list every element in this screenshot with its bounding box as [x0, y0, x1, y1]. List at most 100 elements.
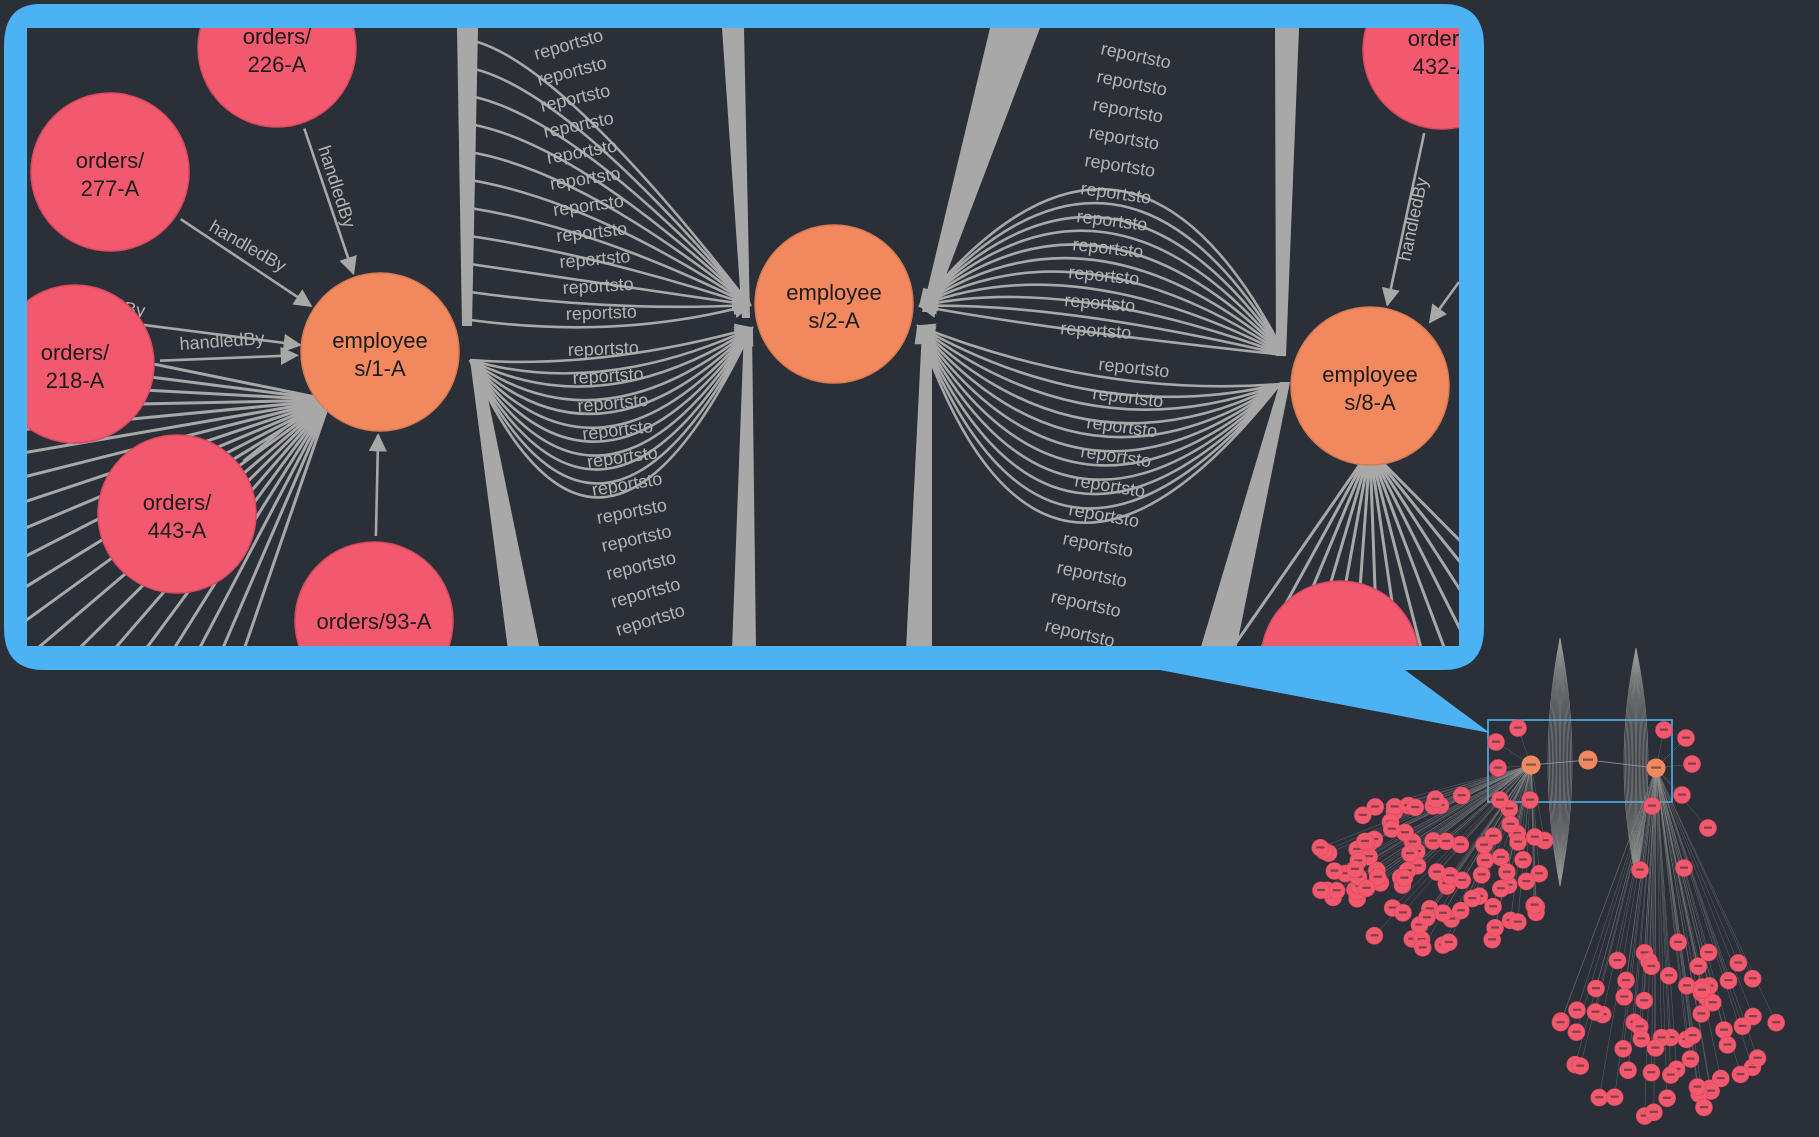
employee-circle[interactable]: [754, 224, 914, 384]
overview-node-label: [1316, 888, 1325, 892]
overview-node-label: [1664, 974, 1673, 977]
order-circle[interactable]: [30, 92, 190, 252]
overview-edge: [1655, 767, 1687, 1040]
overview-node-label: [1535, 872, 1544, 875]
overview-edge: [1627, 647, 1637, 879]
overview-node-label: [1640, 951, 1649, 954]
edge-reportsto: [469, 300, 752, 329]
overview-node-label: [1666, 1073, 1675, 1076]
overview-node-label: [1422, 916, 1431, 919]
overview-edge: [1550, 637, 1561, 887]
edge-reportsto: [469, 262, 752, 312]
overview-node-label: [1456, 909, 1465, 912]
employee-circle[interactable]: [1290, 306, 1450, 466]
edge-handledby: [27, 398, 331, 431]
edge-handledby: [1368, 448, 1459, 542]
order-node-ord-93[interactable]: orders/93-A: [294, 541, 454, 700]
overview-node-label: [1720, 1028, 1729, 1031]
overview-node-label: [1716, 1077, 1725, 1080]
order-node-ord-218[interactable]: orders/218-A: [0, 284, 155, 444]
edge-reportsto: [914, 324, 1282, 525]
order-node-ord-443[interactable]: orders/443-A: [97, 434, 257, 594]
edge-reportsto: [918, 201, 1287, 356]
edge-bundle-reportsto: [457, 28, 478, 326]
order-circle[interactable]: [97, 434, 257, 594]
overview-edge: [1655, 767, 1703, 991]
overview-node-label: [1431, 797, 1440, 800]
overview-node-label: [1526, 763, 1536, 766]
overview-node-label: [1583, 758, 1593, 761]
overview-node-label: [1468, 897, 1477, 900]
edge-reportsto: [468, 326, 754, 485]
overview-node-label: [1401, 831, 1410, 834]
order-circle[interactable]: [1261, 580, 1419, 739]
overview-node-label: [1400, 876, 1409, 879]
node-label: 218-A: [46, 368, 105, 393]
overview-node-label: [1417, 937, 1426, 941]
node-label: 432-A: [1413, 54, 1472, 79]
edge-reportsto: [918, 293, 1286, 357]
edge-handledby: [27, 398, 331, 558]
edge-handledby: [1332, 449, 1372, 646]
edge-reportsto: [469, 326, 754, 388]
overview-node-label: [1341, 872, 1350, 875]
overview-node-label: [1456, 843, 1465, 846]
edge-reportsto: [469, 122, 752, 307]
order-node-ord-277[interactable]: orders/277-A: [30, 92, 190, 252]
overview-node-label: [1647, 1071, 1656, 1074]
overview-edge: [1554, 637, 1561, 887]
order-node-ord-432[interactable]: orders/432-A: [1362, 0, 1521, 130]
overview-node-label: [1591, 1010, 1600, 1013]
employee-circle[interactable]: [300, 272, 460, 432]
order-node-ord-226[interactable]: orders/226-A: [197, 0, 357, 128]
overview-edge: [1655, 767, 1739, 964]
overview-node-label: [1647, 964, 1656, 968]
edge-label-reportsto: reportsto: [567, 338, 639, 360]
edge-reportsto: [469, 326, 754, 430]
edge-reportsto: [918, 229, 1287, 356]
node-label: employee: [786, 280, 881, 305]
order-circle[interactable]: [294, 541, 454, 700]
overview-node-label: [1651, 1046, 1660, 1049]
overview-node-label: [1748, 1065, 1757, 1069]
overview-node-label: [1680, 866, 1688, 869]
overview-edge: [1435, 764, 1532, 800]
overview-node-label: [1693, 1085, 1702, 1088]
edge-reportsto: [916, 324, 1281, 467]
overview-edge: [1635, 647, 1639, 879]
order-circle[interactable]: [1362, 0, 1521, 130]
edge-reportsto: [918, 243, 1286, 356]
edge-handledby: [1232, 449, 1372, 646]
edge-reportsto: [469, 323, 754, 364]
overview-node-label: [1354, 859, 1363, 862]
node-label: employee: [332, 328, 427, 353]
edge-reportsto: [468, 326, 754, 471]
minimap-selection[interactable]: [1487, 719, 1673, 803]
edge-handledby: [27, 398, 331, 588]
edge-reportsto: [469, 66, 752, 307]
overview-node-label: [1411, 805, 1420, 809]
edge-reportsto: [468, 326, 754, 443]
edge-handledby: [1381, 132, 1426, 307]
overview-node-label: [1624, 1068, 1633, 1071]
order-node-ord-bottom[interactable]: orders/: [1261, 580, 1419, 739]
order-circle[interactable]: [197, 0, 357, 128]
edge-bundle-reportsto: [1275, 28, 1299, 356]
edge-handledby: [27, 398, 331, 478]
overview-node-label: [1648, 804, 1656, 807]
overview-edge: [1556, 637, 1561, 887]
overview-edge: [1407, 764, 1532, 871]
overview-node-label: [1635, 1025, 1644, 1028]
overview-edge: [1635, 647, 1646, 879]
order-circle[interactable]: [0, 284, 155, 444]
overview-edge: [1655, 767, 1672, 1076]
edge-reportsto: [468, 326, 754, 457]
edge-reportsto: [918, 296, 1286, 357]
edge-reportsto: [469, 326, 754, 402]
overview-node-label: [1351, 867, 1360, 870]
edge-reportsto: [916, 324, 1281, 425]
